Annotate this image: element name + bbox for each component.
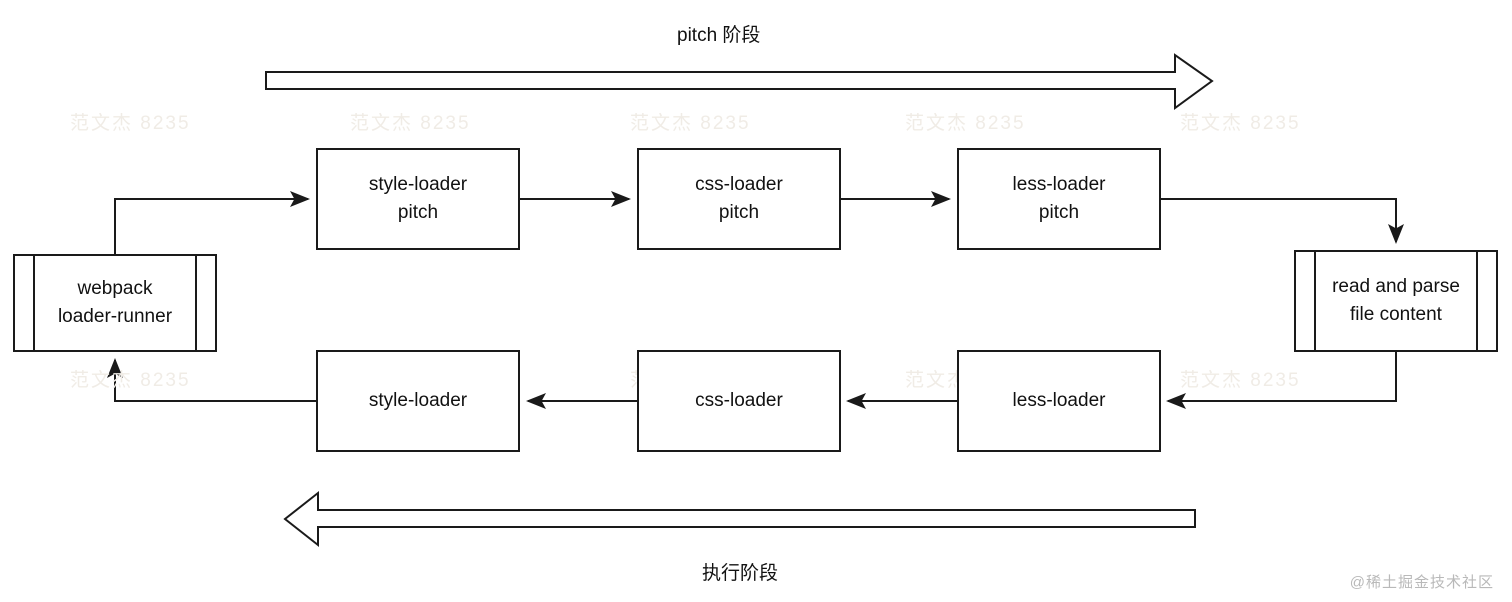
node-read-and-parse-file-content[interactable]: read and parse file content [1294,250,1498,352]
pitch-stage-label: pitch 阶段 [677,25,761,46]
node-webpack-loader-runner-label: webpack loader-runner [57,278,173,327]
connector-runner-to-style-pitch [114,191,310,256]
pitch-stage-block-arrow [265,53,1214,110]
execute-stage-label: 执行阶段 [702,563,779,584]
node-css-loader-label: css-loader [695,390,783,412]
node-less-loader[interactable]: less-loader [957,350,1161,452]
connector-less-pitch-to-read-parse [1160,198,1404,244]
node-style-loader[interactable]: style-loader [316,350,520,452]
node-style-loader-pitch-label: style-loader pitch [368,174,468,223]
node-css-loader-pitch[interactable]: css-loader pitch [637,148,841,250]
node-css-loader-pitch-label: css-loader pitch [695,174,783,223]
node-read-and-parse-file-content-label: read and parse file content [1332,276,1460,325]
execute-stage-block-arrow [283,490,1196,548]
node-style-loader-label: style-loader [368,390,468,412]
site-watermark: @稀土掘金技术社区 [1349,574,1494,591]
node-css-loader[interactable]: css-loader [637,350,841,452]
node-webpack-loader-runner[interactable]: webpack loader-runner [13,254,217,352]
connector-style-loader-to-runner [107,358,316,402]
node-less-loader-pitch-label: less-loader pitch [1012,174,1106,223]
node-less-loader-pitch[interactable]: less-loader pitch [957,148,1161,250]
connector-read-parse-to-less-loader [1166,352,1397,409]
node-less-loader-label: less-loader [1012,390,1106,412]
node-style-loader-pitch[interactable]: style-loader pitch [316,148,520,250]
